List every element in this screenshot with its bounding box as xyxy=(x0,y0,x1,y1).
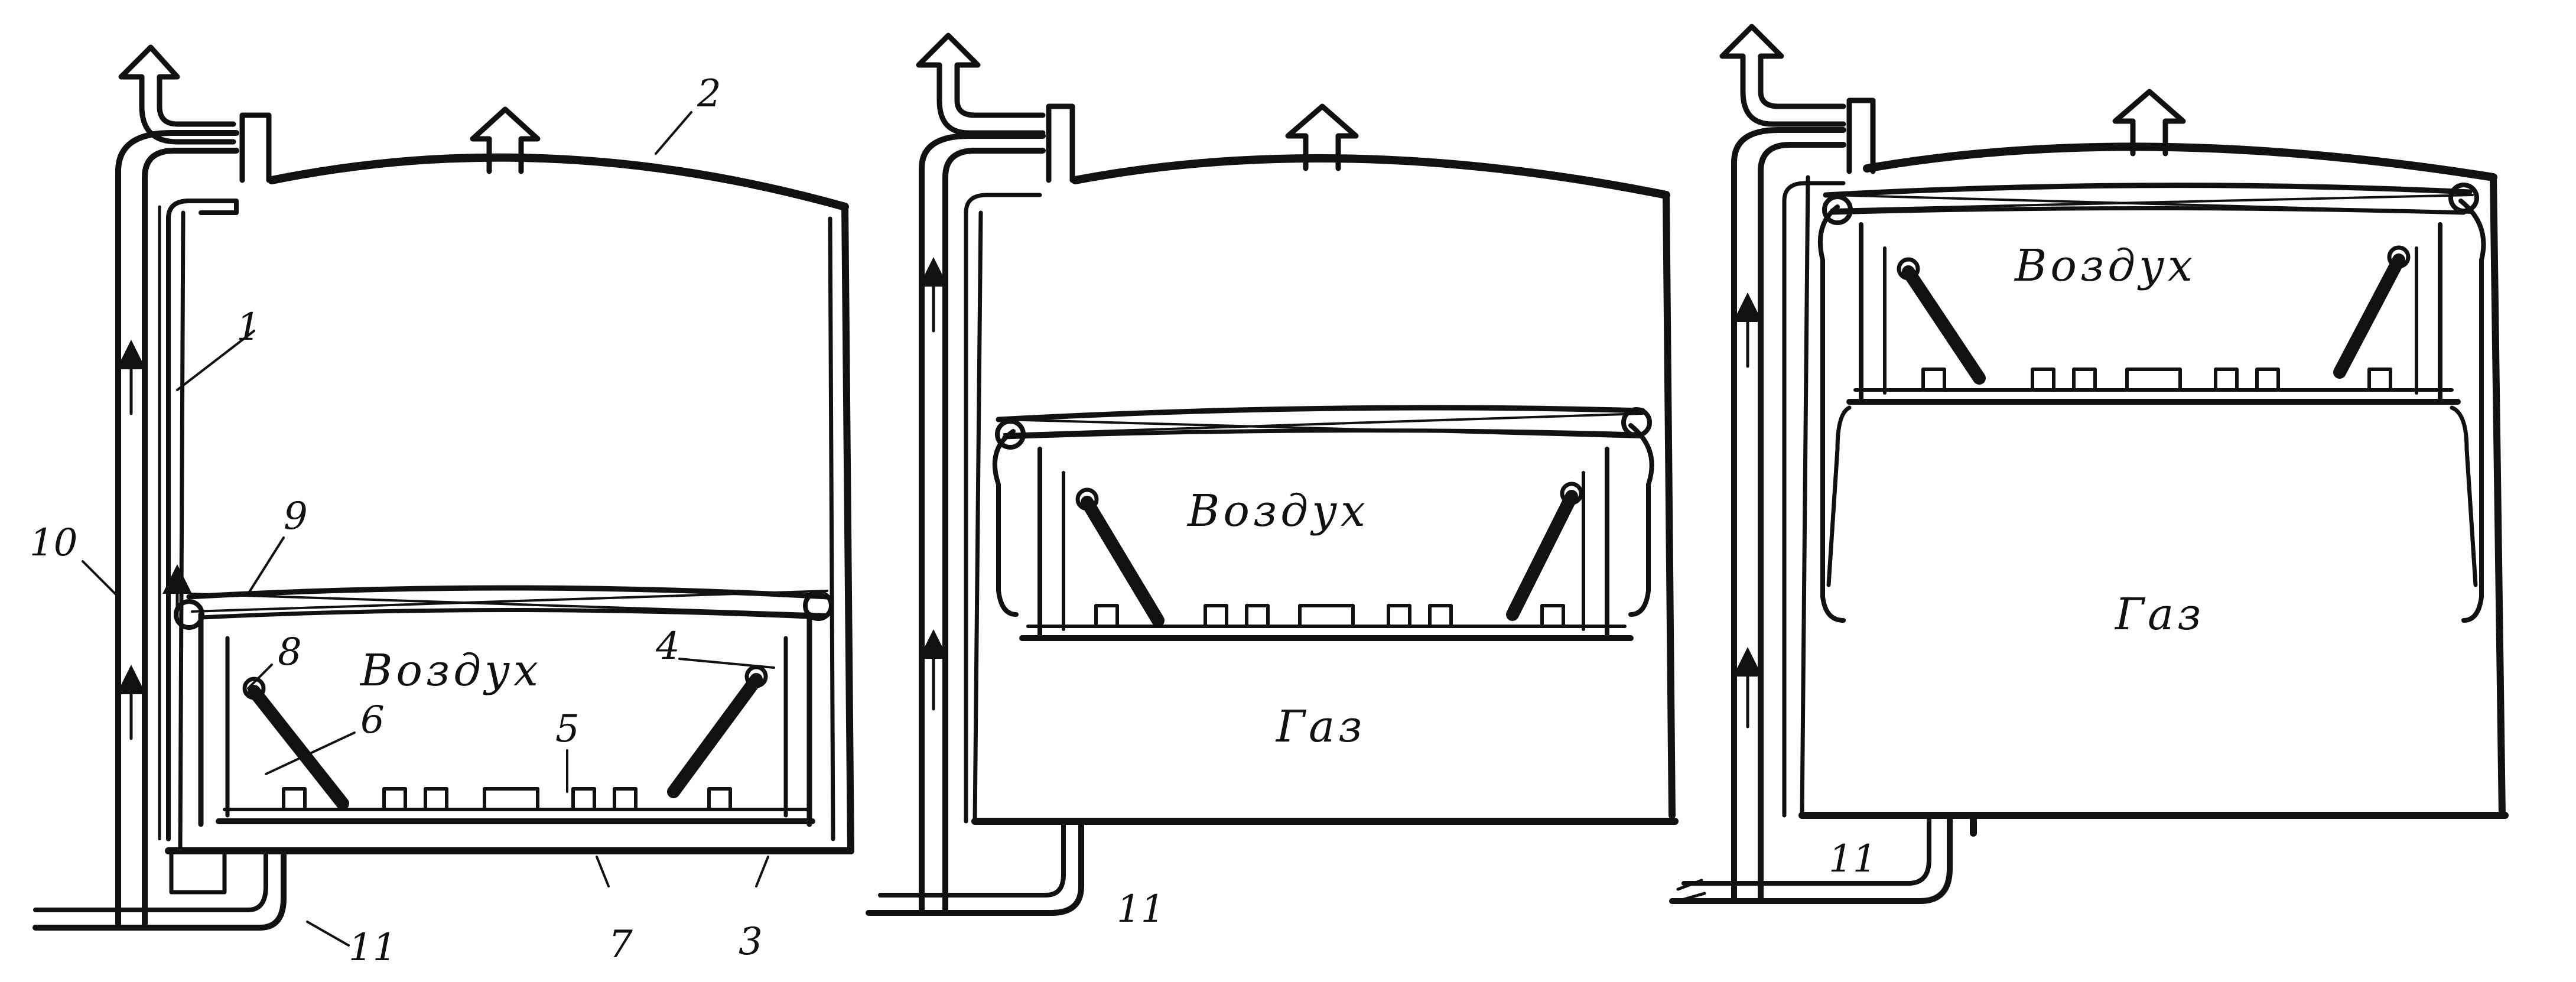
panel-3 xyxy=(1669,24,2509,904)
label-8: 8 xyxy=(278,630,302,674)
panel-3-gas-label: Газ xyxy=(2114,589,2204,640)
panel-2 xyxy=(866,32,1679,916)
label-1: 1 xyxy=(236,305,261,349)
panel-3-air-label: Воздух xyxy=(2014,240,2196,291)
panel-2-air-label: Воздух xyxy=(1186,486,1369,536)
label-7: 7 xyxy=(609,923,633,967)
label-2: 2 xyxy=(697,72,721,116)
label-5: 5 xyxy=(555,707,580,751)
label-6: 6 xyxy=(360,698,385,742)
label-11-panel-1: 11 xyxy=(349,926,396,970)
label-11-panel-2: 11 xyxy=(1117,887,1165,931)
panel-1 xyxy=(32,44,854,947)
label-4: 4 xyxy=(655,625,680,668)
label-11-panel-3: 11 xyxy=(1829,837,1876,881)
label-10: 10 xyxy=(30,521,77,565)
label-9: 9 xyxy=(284,495,308,538)
panel-1-air-label: Воздух xyxy=(359,645,542,696)
label-3: 3 xyxy=(739,920,763,964)
panel-2-gas-label: Газ xyxy=(1275,701,1365,752)
